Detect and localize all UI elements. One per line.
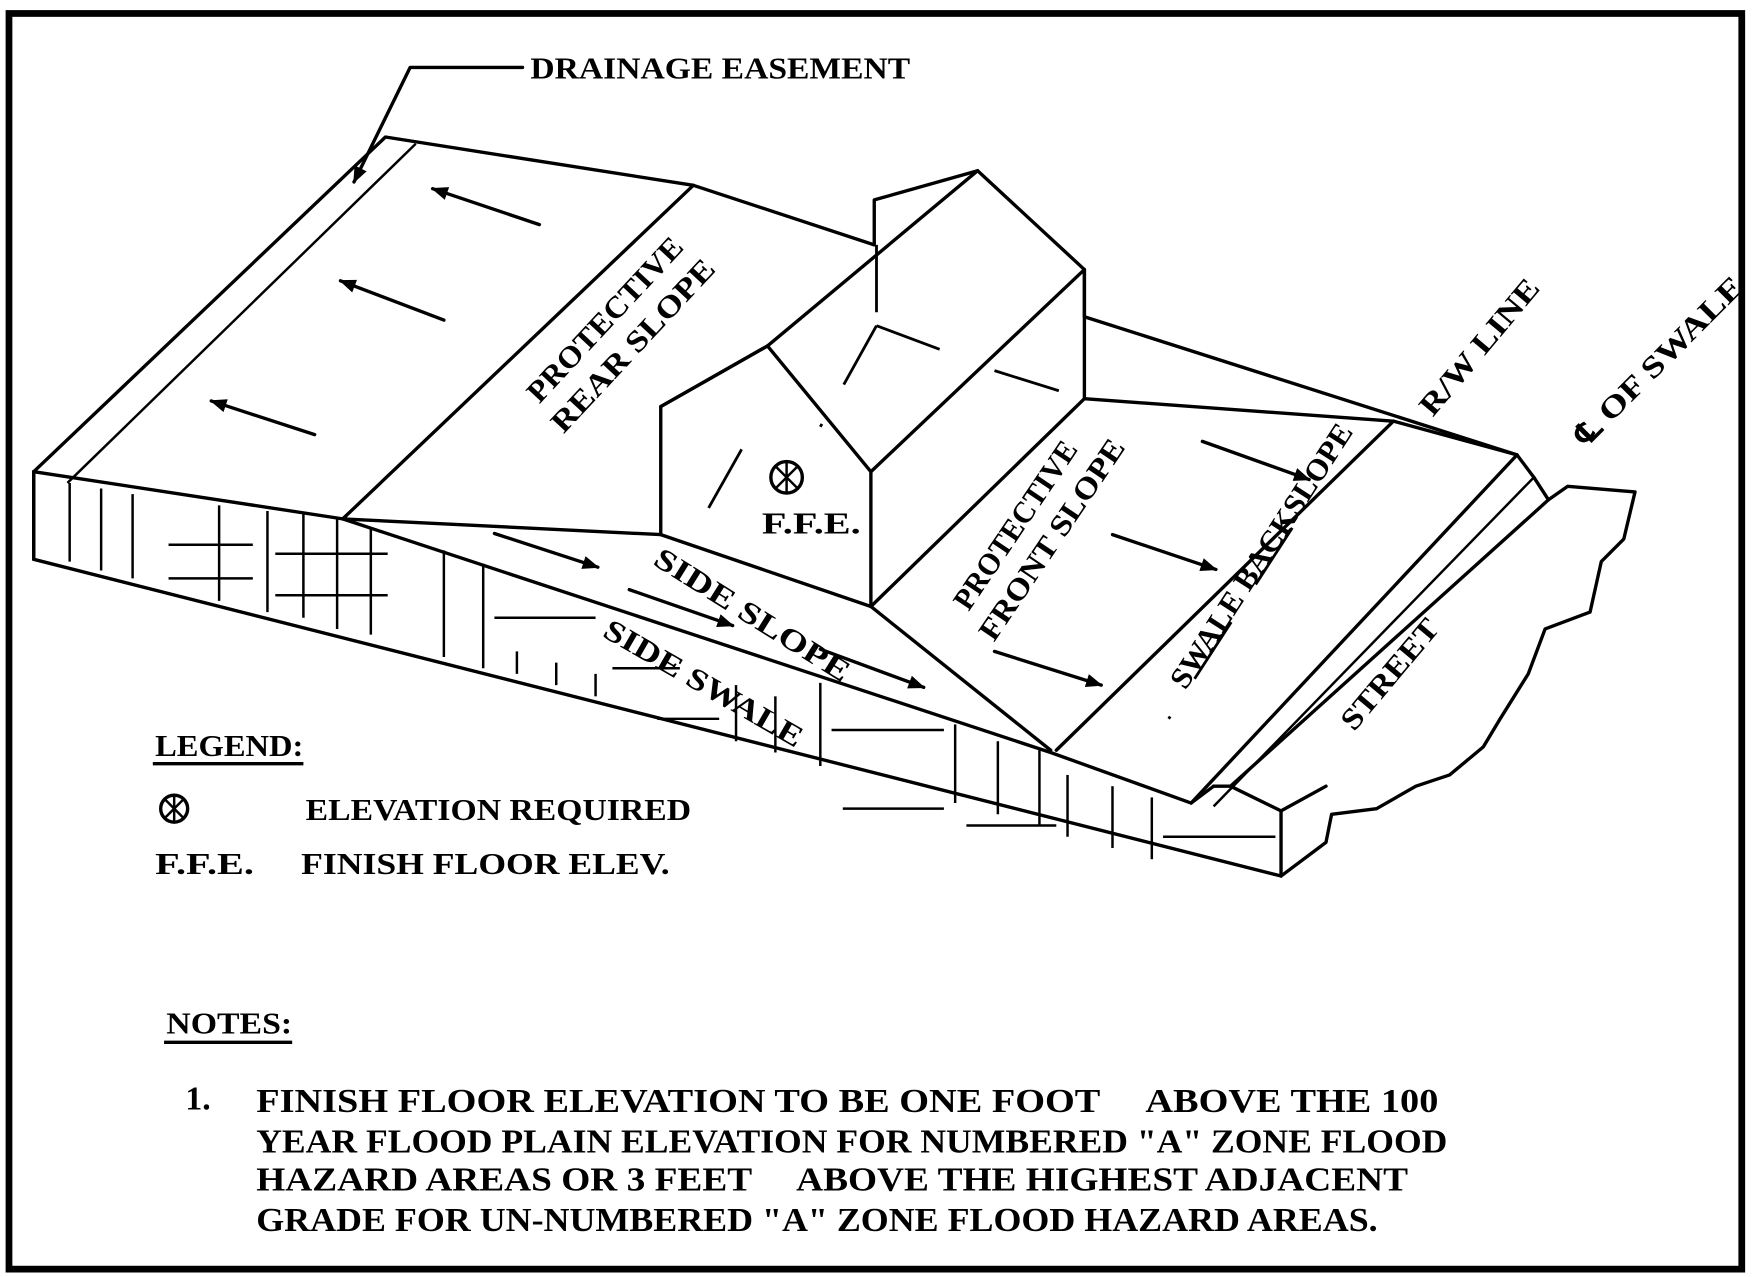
elevation-required-symbol — [769, 459, 805, 495]
notes-title: NOTES: — [166, 1006, 292, 1040]
note-line: HAZARD AREAS OR 3 FEET ABOVE THE HIGHEST… — [256, 1162, 1408, 1199]
rw-line-label: R/W LINE — [1412, 271, 1546, 422]
legend-item-label: ELEVATION REQUIRED — [306, 793, 691, 827]
note-line: YEAR FLOOD PLAIN ELEVATION FOR NUMBERED … — [256, 1123, 1447, 1160]
note-line: GRADE FOR UN-NUMBERED "A" ZONE FLOOD HAZ… — [256, 1202, 1377, 1239]
drainage-easement-leader — [352, 65, 525, 184]
notes: NOTES: 1. FINISH FLOOR ELEVATION TO BE O… — [164, 1006, 1447, 1239]
legend-elevation-symbol-icon — [159, 793, 190, 824]
drainage-easement-label: DRAINAGE EASEMENT — [530, 52, 910, 86]
legend-title: LEGEND: — [155, 729, 303, 763]
drawing-border — [5, 10, 1746, 1273]
note-line: FINISH FLOOR ELEVATION TO BE ONE FOOT AB… — [256, 1083, 1438, 1120]
house — [659, 169, 1087, 609]
ffe-label: F.F.E. — [762, 506, 861, 540]
flow-arrows — [209, 187, 1311, 690]
legend-item-label: FINISH FLOOR ELEV. — [301, 847, 670, 881]
street-label: STREET — [1333, 612, 1446, 737]
side-face-hatching — [68, 482, 1276, 860]
front-grading — [869, 397, 1637, 878]
centerline-of-swale-label: ℄ OF SWALE — [1566, 269, 1751, 454]
note-number: 1. — [185, 1081, 210, 1118]
legend-item-symbol: F.F.E. — [155, 847, 254, 881]
legend: LEGEND: ELEVATION REQUIRED F.F.E. FINISH… — [152, 729, 691, 881]
